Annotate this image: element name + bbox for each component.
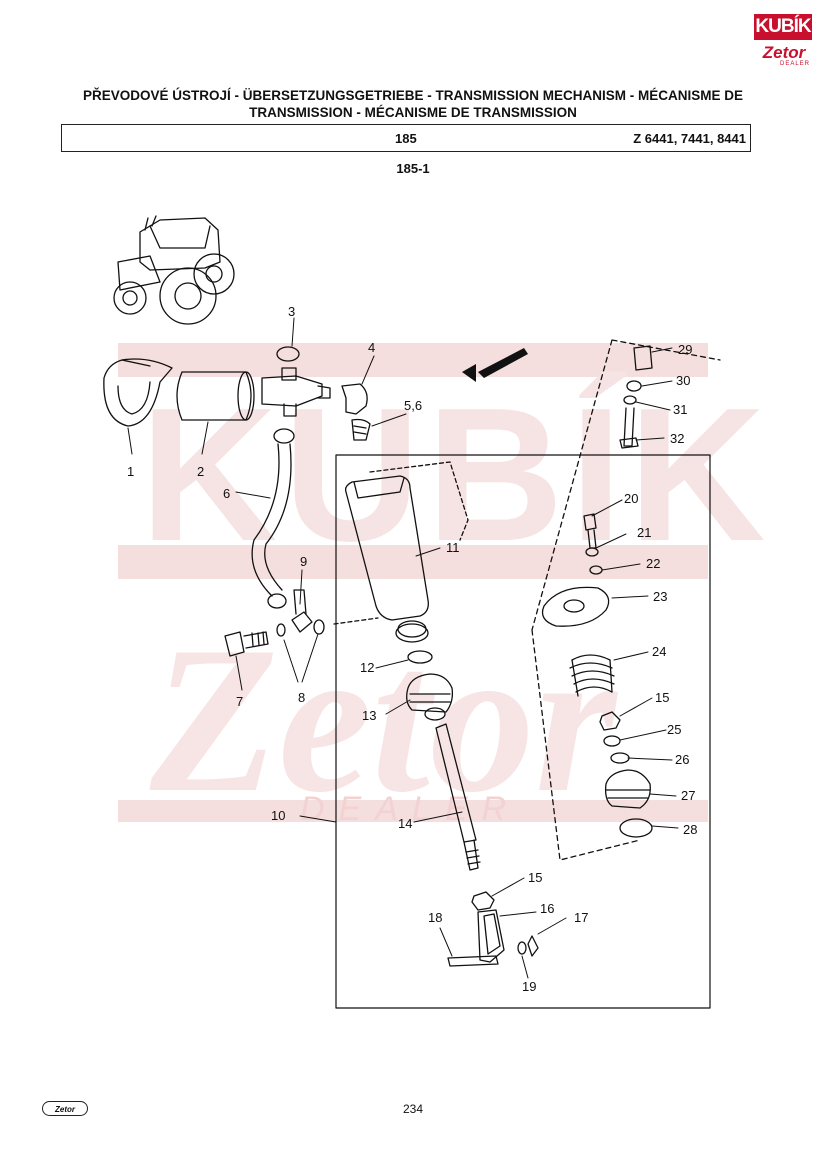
part-11-cylinder <box>333 461 469 643</box>
logo-brand-text: Zetor <box>762 43 806 62</box>
title-line-2: TRANSMISSION - MÉCANISME DE TRANSMISSION <box>249 105 577 120</box>
callout-13: 13 <box>362 708 376 723</box>
logo-top-text: KUBÍK <box>754 14 812 40</box>
kubik-zetor-logo: KUBÍK Zetor DEALER <box>754 14 812 68</box>
callout-6: 6 <box>223 486 230 501</box>
part-20-23-cover-plate <box>541 513 610 627</box>
callout-27: 27 <box>681 788 695 803</box>
callout-18: 18 <box>428 910 442 925</box>
callout-7: 7 <box>236 694 243 709</box>
logo-dealer-text: DEALER <box>779 61 810 67</box>
callout-17: 17 <box>574 910 588 925</box>
part-1-band-bracket <box>103 358 173 427</box>
callout-24: 24 <box>652 644 666 659</box>
callout-22: 22 <box>646 556 660 571</box>
callout-15: 15 <box>655 690 669 705</box>
part-6-pipe <box>251 428 295 609</box>
tractor-icon <box>113 215 235 325</box>
part-29-32-fasteners <box>619 345 653 449</box>
footer-zetor-logo: Zetor <box>42 1101 88 1116</box>
part-12-13-14-rod-and-boot <box>406 650 481 871</box>
callout-9: 9 <box>300 554 307 569</box>
callout-19: 19 <box>522 979 536 994</box>
callout-10: 10 <box>271 808 285 823</box>
figure-code: 185-1 <box>396 161 430 176</box>
assembly-frame <box>335 454 711 1009</box>
callout-1: 1 <box>127 464 134 479</box>
callout-25: 25 <box>667 722 681 737</box>
direction-arrow-icon <box>462 348 528 382</box>
callout-5-6: 5,6 <box>404 398 422 413</box>
callout-29: 29 <box>678 342 692 357</box>
callout-16: 16 <box>540 901 554 916</box>
header-box: 185 Z 6441, 7441, 8441 <box>61 124 751 152</box>
group-code: 185 <box>395 131 417 146</box>
callout-28: 28 <box>683 822 697 837</box>
callout-14: 14 <box>398 816 412 831</box>
part-15-19-clevis-assembly <box>447 891 539 967</box>
callout-31: 31 <box>673 402 687 417</box>
leader-lines <box>127 317 679 979</box>
callout-23: 23 <box>653 589 667 604</box>
part-3-4-valve-head <box>261 346 371 441</box>
callout-30: 30 <box>676 373 690 388</box>
callout-2: 2 <box>197 464 204 479</box>
title-line-1: PŘEVODOVÉ ÚSTROJÍ - ÜBERSETZUNGSGETRIEBE… <box>82 88 744 103</box>
callout-4: 4 <box>368 340 375 355</box>
page-number: 234 <box>402 1102 424 1116</box>
callout-11: 11 <box>446 540 460 555</box>
part-24-28-spring-and-piston <box>569 654 653 838</box>
callout-15: 15 <box>528 870 542 885</box>
detail-box-outline <box>531 339 721 861</box>
callout-3: 3 <box>288 304 295 319</box>
callout-32: 32 <box>670 431 684 446</box>
page-title: PŘEVODOVÉ ÚSTROJÍ - ÜBERSETZUNGSGETRIEBE… <box>40 87 786 121</box>
callout-12: 12 <box>360 660 374 675</box>
part-7-8-9-fittings <box>224 589 325 657</box>
model-list: Z 6441, 7441, 8441 <box>633 131 746 146</box>
callout-20: 20 <box>624 491 638 506</box>
watermark-brand: KUBÍK <box>140 369 772 581</box>
part-2-filter-canister <box>176 371 255 421</box>
callout-21: 21 <box>637 525 651 540</box>
callout-8: 8 <box>298 690 305 705</box>
callout-26: 26 <box>675 752 689 767</box>
